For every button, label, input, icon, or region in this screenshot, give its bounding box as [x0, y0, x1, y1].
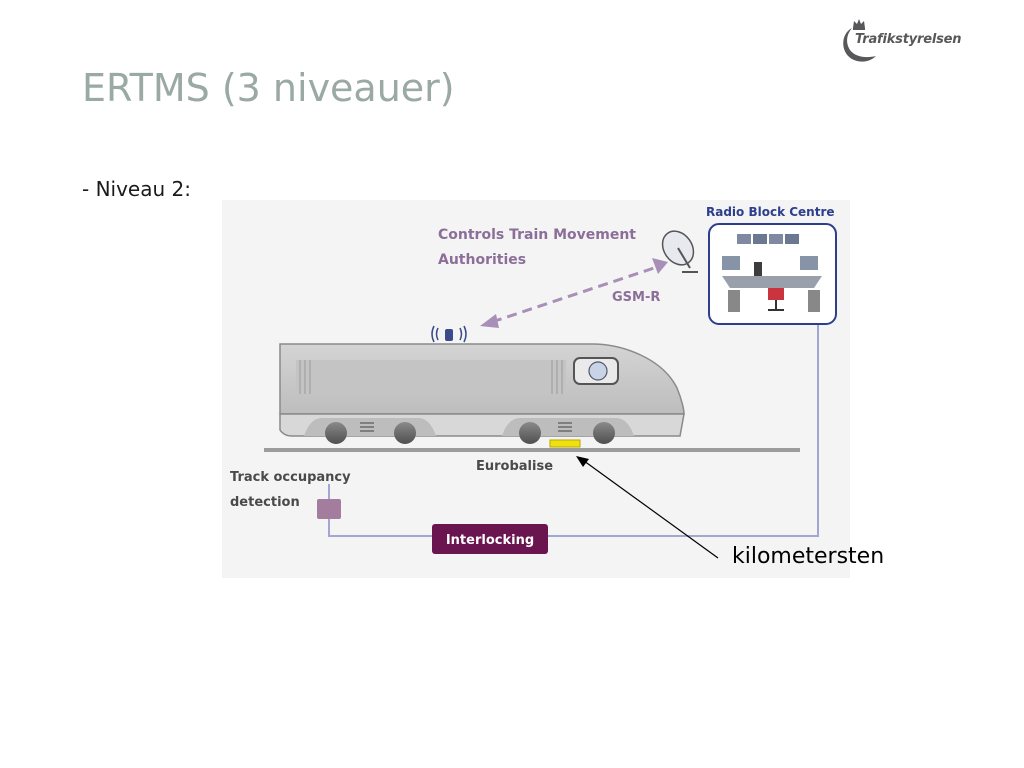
controls-label-line2: Authorities — [438, 252, 526, 268]
eurobalise-label: Eurobalise — [476, 459, 553, 474]
track-occupancy-label-line1: Track occupancy — [230, 470, 351, 485]
eurobalise-device — [549, 439, 581, 448]
interlocking-label: Interlocking — [446, 533, 534, 548]
radio-link-line — [491, 264, 661, 324]
slide-title: ERTMS (3 niveauer) — [82, 66, 455, 110]
crown-icon — [853, 19, 865, 30]
train-antenna-icon — [431, 325, 467, 343]
satellite-dish-icon — [661, 230, 698, 273]
logo-wordmark: Trafikstyrelsen — [855, 32, 962, 47]
ertms-level2-diagram: Radio Block Centre Controls Train Moveme… — [222, 200, 850, 578]
wire-interlocking-to-rbc — [547, 324, 819, 537]
arrow-head-train — [480, 314, 499, 328]
trafikstyrelsen-logo: Trafikstyrelsen — [838, 18, 978, 64]
track-occupancy-label-line2: detection — [230, 495, 300, 510]
arrow-head-rbc — [652, 258, 668, 274]
rbc-title: Radio Block Centre — [706, 205, 835, 219]
rail — [264, 448, 800, 452]
interlocking-box — [432, 524, 548, 554]
controls-label-line1: Controls Train Movement — [438, 227, 636, 243]
gsmr-label: GSM-R — [612, 290, 660, 305]
annotation-kilometersten: kilometersten — [732, 544, 885, 569]
bullet-niveau: - Niveau 2: — [82, 177, 191, 201]
annotation-arrow-head — [576, 456, 589, 467]
swoosh-icon — [843, 28, 876, 62]
train — [279, 343, 685, 444]
rbc-box — [708, 223, 837, 325]
annotation-arrow-line — [579, 457, 719, 559]
track-occupancy-detector — [317, 499, 341, 519]
